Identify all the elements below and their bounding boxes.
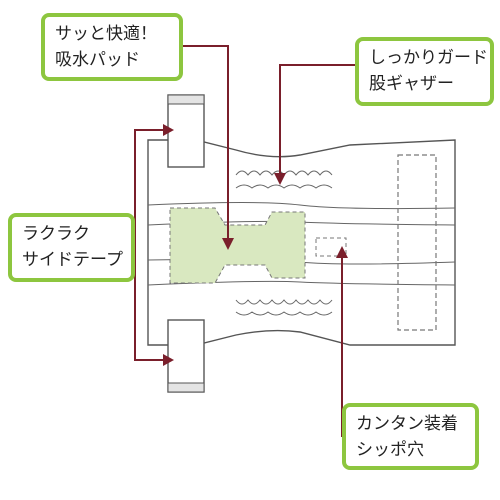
callout-hole-line2: シッポ穴 xyxy=(356,440,424,460)
leader-tape-bottom xyxy=(134,247,165,361)
callout-gather-line2: 股ギャザー xyxy=(369,74,454,94)
arrowhead-hole xyxy=(336,246,348,258)
callout-tape-line1: ラクラク xyxy=(22,224,90,244)
arrowhead-tape-bottom xyxy=(163,354,174,366)
leader-arrowheads xyxy=(163,124,348,366)
callout-absorbent-pad: サッと快適！ 吸水パッド xyxy=(41,13,183,81)
leg-gathers xyxy=(235,170,333,316)
arrowhead-pad xyxy=(222,238,234,250)
back-panel xyxy=(397,154,437,331)
callout-hole-line1: カンタン装着 xyxy=(356,414,458,434)
callout-leg-gather: しっかりガード 股ギャザー xyxy=(355,37,494,106)
arrowhead-tape-top xyxy=(163,124,174,136)
side-tape-top xyxy=(167,94,205,168)
callout-tape-line2: サイドテープ xyxy=(22,250,123,270)
callout-pad-line2: 吸水パッド xyxy=(55,50,140,70)
callout-pad-line1: サッと快適！ xyxy=(55,24,157,44)
leader-tape-top xyxy=(134,129,165,247)
callout-side-tape: ラクラク サイドテープ xyxy=(8,213,135,282)
callout-tail-hole: カンタン装着 シッポ穴 xyxy=(342,403,479,470)
tail-hole xyxy=(315,237,347,257)
leader-gather xyxy=(279,64,355,175)
side-tape-bottom xyxy=(167,319,205,393)
arrowhead-gather xyxy=(274,173,286,185)
absorbent-pad xyxy=(169,207,306,284)
leader-pad xyxy=(183,45,229,240)
callout-gather-line1: しっかりガード xyxy=(369,48,488,68)
